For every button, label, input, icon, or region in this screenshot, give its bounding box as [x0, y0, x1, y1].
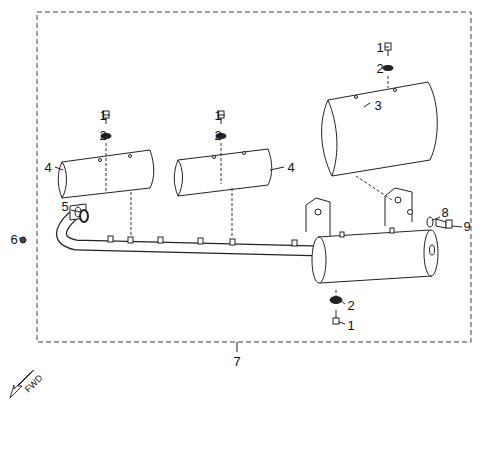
exhaust-pipe	[61, 202, 322, 251]
callout-number: 1	[375, 40, 384, 55]
callout-number: 4	[286, 160, 295, 175]
callout-number: 9	[462, 219, 471, 234]
callout-number: 1	[346, 318, 355, 333]
callout-number: 3	[373, 98, 382, 113]
callout-number: 6	[9, 232, 18, 247]
assembly-frame	[37, 12, 471, 342]
callout-number: 1	[213, 108, 222, 123]
callout-number: 8	[440, 205, 449, 220]
callout-number: 5	[60, 199, 69, 214]
mounting-line	[106, 76, 392, 296]
fastener	[20, 43, 452, 324]
muffler	[306, 188, 438, 283]
heat-shield	[58, 82, 437, 198]
direction-label: FWD	[22, 372, 46, 396]
callout-number: 4	[43, 160, 52, 175]
callout-number: 2	[98, 128, 107, 143]
callout-number: 2	[375, 61, 384, 76]
callout-number: 7	[232, 354, 241, 369]
leader-line	[19, 47, 462, 324]
callout-number: 1	[98, 108, 107, 123]
leader-line	[237, 342, 238, 352]
callout-number: 2	[213, 128, 222, 143]
callout-number: 2	[346, 298, 355, 313]
